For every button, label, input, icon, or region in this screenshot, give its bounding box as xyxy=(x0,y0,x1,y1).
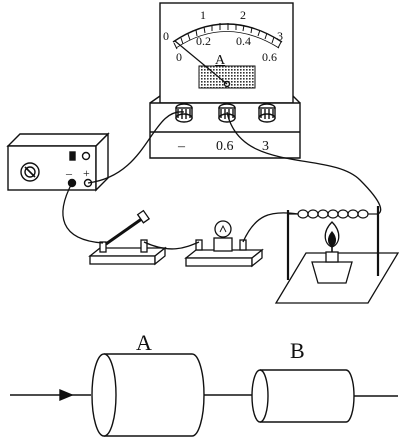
current-direction-arrow xyxy=(59,388,74,402)
wire-ammeter-to-supply-positive xyxy=(87,111,185,184)
scale-bottom-0: 0 xyxy=(176,50,182,64)
switch-post-left xyxy=(99,241,107,253)
ammeter-symbol: A xyxy=(215,53,226,68)
conductor-label-a: A xyxy=(136,330,152,355)
cylinder-a-body xyxy=(104,353,205,437)
supply-sign-positive: + xyxy=(83,166,90,180)
alcohol-lamp-neck xyxy=(325,251,339,263)
ammeter xyxy=(149,2,301,159)
supply-sign-negative: – xyxy=(65,166,73,180)
ammeter-ticks xyxy=(173,23,282,50)
switch-post-right xyxy=(140,239,148,253)
ammeter-terminal-negative xyxy=(175,103,193,123)
flame-inner xyxy=(327,230,337,247)
bulb-holder xyxy=(184,220,264,268)
alcohol-lamp-body xyxy=(311,261,353,284)
cylinder-b-face xyxy=(251,369,269,423)
ammeter-needle xyxy=(174,40,228,85)
scale-top-0: 0 xyxy=(163,29,169,43)
bulb-post-right xyxy=(239,239,247,251)
indicator-lamp xyxy=(81,151,91,161)
cylinder-a-face xyxy=(91,353,117,437)
conductor-diagram xyxy=(10,353,398,437)
terminal-label-3: 3 xyxy=(262,139,269,154)
wire-supply-to-switch xyxy=(62,182,104,244)
scale-top-1: 1 xyxy=(200,8,206,22)
ammeter-mirror-strip xyxy=(198,65,256,89)
terminal-label-negative: – xyxy=(177,139,186,154)
bulb-post-left xyxy=(195,239,203,251)
power-supply xyxy=(6,132,110,192)
knife-switch xyxy=(88,209,167,266)
power-supply-top xyxy=(6,133,110,147)
wire-ammeter-to-coil xyxy=(226,111,382,215)
switch-blade xyxy=(105,216,144,246)
ammeter-scale-arc xyxy=(172,23,283,43)
power-switch xyxy=(69,151,76,161)
scale-bottom-0-2: 0.2 xyxy=(196,34,211,48)
wire-switch-to-bulb xyxy=(143,241,200,250)
ammeter-terminal-3 xyxy=(258,103,276,123)
cylinder-b-body xyxy=(260,369,355,423)
scale-top-3: 3 xyxy=(277,29,283,43)
bulb-socket xyxy=(213,237,233,252)
wires xyxy=(62,111,382,250)
switch-handle xyxy=(136,209,151,224)
scale-bottom-0-4: 0.4 xyxy=(236,34,251,48)
heating-stand xyxy=(274,206,400,304)
wire-bulb-to-coil xyxy=(242,212,299,243)
scale-top-2: 2 xyxy=(240,8,246,22)
bulb xyxy=(214,220,232,238)
scale-bottom-0-6: 0.6 xyxy=(262,50,277,64)
heating-coil xyxy=(288,209,378,219)
terminal-label-0-6: 0.6 xyxy=(216,139,234,154)
conductor-label-b: B xyxy=(290,338,305,363)
